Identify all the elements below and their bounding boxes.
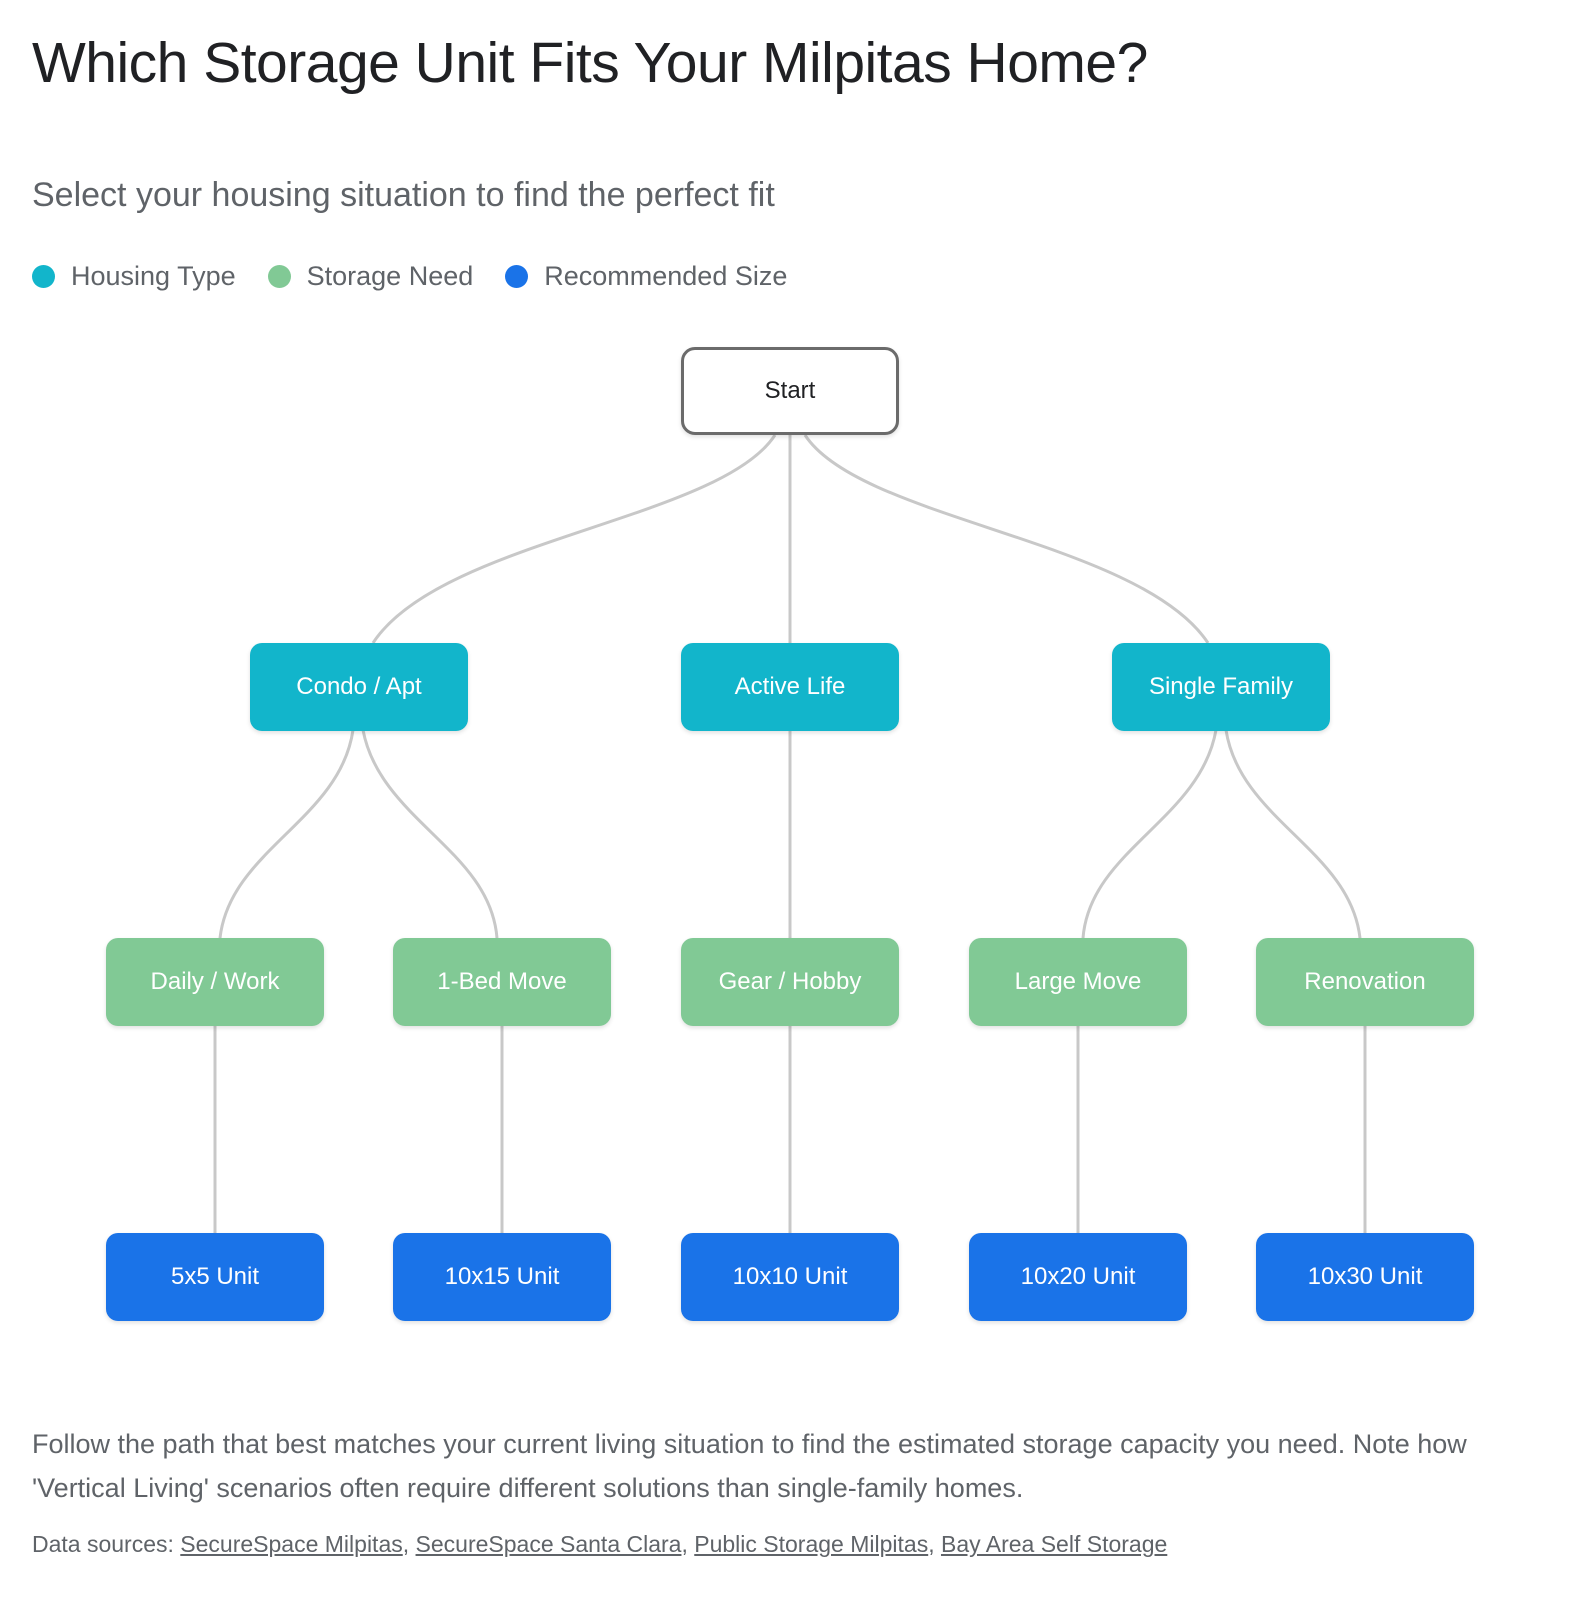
legend-label: Storage Need (306, 261, 474, 291)
explanation-note: Follow the path that best matches your c… (32, 1429, 1467, 1503)
legend-label: Housing Type (71, 261, 236, 291)
node-daily-work[interactable]: Daily / Work (106, 938, 324, 1026)
legend-recommended-size: Recommended Size (505, 261, 787, 292)
legend-dot-icon (32, 265, 55, 288)
node-gear-hobby[interactable]: Gear / Hobby (681, 938, 899, 1026)
node-10x30-unit[interactable]: 10x30 Unit (1256, 1233, 1474, 1321)
node-active-life[interactable]: Active Life (681, 643, 899, 731)
node-start[interactable]: Start (681, 347, 899, 435)
node-single-family[interactable]: Single Family (1112, 643, 1330, 731)
source-link[interactable]: SecureSpace Santa Clara (415, 1531, 682, 1557)
node-large-move[interactable]: Large Move (969, 938, 1187, 1026)
node-renovation[interactable]: Renovation (1256, 938, 1474, 1026)
node-10x15-unit[interactable]: 10x15 Unit (393, 1233, 611, 1321)
node-5x5-unit[interactable]: 5x5 Unit (106, 1233, 324, 1321)
source-link[interactable]: SecureSpace Milpitas (180, 1531, 403, 1557)
node-10x10-unit[interactable]: 10x10 Unit (681, 1233, 899, 1321)
edge-single-large (1081, 729, 1218, 939)
node-1-bed-move[interactable]: 1-Bed Move (393, 938, 611, 1026)
source-link[interactable]: Public Storage Milpitas (694, 1531, 929, 1557)
subtitle: Select your housing situation to find th… (32, 176, 775, 214)
legend-storage-need: Storage Need (267, 261, 474, 292)
node-condo-apt[interactable]: Condo / Apt (250, 643, 468, 731)
source-link[interactable]: Bay Area Self Storage (940, 1531, 1168, 1557)
legend-dot-icon (505, 265, 529, 288)
edge-condo-1bed (361, 729, 499, 939)
legend-housing-type: Housing Type (32, 261, 236, 292)
data-sources: Data sources: SecureSpace Milpitas, Secu… (32, 1531, 1168, 1557)
node-10x20-unit[interactable]: 10x20 Unit (969, 1233, 1187, 1321)
page-title: Which Storage Unit Fits Your Milpitas Ho… (32, 31, 1148, 95)
edge-start-single (803, 434, 1210, 644)
sources-label: Data sources: (32, 1531, 174, 1557)
legend: Housing Type Storage Need Recommended Si… (32, 261, 787, 292)
edge-single-reno (1224, 729, 1362, 939)
legend-dot-icon (267, 265, 291, 288)
legend-label: Recommended Size (544, 261, 788, 291)
edge-start-condo (371, 434, 777, 644)
edge-condo-daily (218, 729, 355, 939)
